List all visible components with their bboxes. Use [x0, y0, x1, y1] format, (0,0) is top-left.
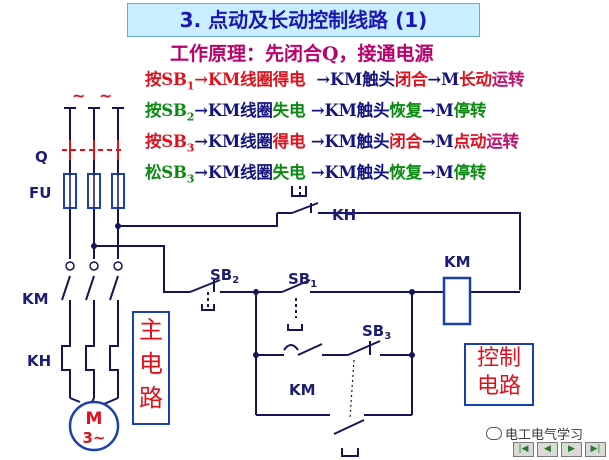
step-text: 按SB: [145, 132, 187, 151]
wire-kh-right: [318, 212, 521, 290]
step-line-2: 按SB2→KM线圈失电 →KM触头恢复→M停转: [145, 97, 486, 123]
step-line-3: 按SB3→KM线圈得电 →KM触头闭合→M点动运转: [145, 128, 519, 154]
step-text: →M: [427, 70, 460, 89]
kh-main-label: KH: [27, 352, 51, 370]
q-label: Q: [35, 148, 48, 166]
km-aux-contact: [297, 343, 323, 356]
step-line-1: 按SB1→KM线圈得电 →KM触头闭合→M长动运转: [145, 66, 525, 93]
step-text: 停转: [453, 101, 487, 120]
main-circuit-char-1: 主: [139, 316, 163, 344]
step-text: →KM线圈: [194, 101, 273, 120]
step-text: 闭合: [394, 70, 428, 89]
step-text: →KM线圈: [194, 70, 273, 89]
phase-marks: ~ ~: [72, 86, 116, 105]
wechat-icon: [486, 427, 502, 440]
control-wires: [61, 186, 521, 457]
km-main-contact-2: [85, 275, 95, 301]
junction-dots: [91, 223, 415, 358]
motor-symbol: [68, 400, 120, 452]
step-text: 恢复: [389, 101, 422, 120]
main-circuit-char-3: 路: [139, 384, 163, 412]
step-line-4: 松SB3→KM线圈失电 →KM触头恢复→M停转: [145, 159, 486, 185]
kh-thermal-3: [109, 336, 119, 398]
motor-m-label: M: [86, 409, 103, 429]
working-principle: 工作原理：先闭合Q，接通电源: [170, 43, 434, 65]
km-main-contact-3: [109, 275, 119, 301]
control-circuit-box: 控制 电路: [464, 343, 534, 406]
motor-3-label: 3~: [82, 429, 105, 447]
step-text: →KM触头: [305, 163, 390, 182]
slide-nav: |◀ ◀ ▶ ▶|: [513, 442, 606, 457]
nav-last-button[interactable]: ▶|: [585, 442, 606, 457]
step-text: 2: [186, 110, 195, 124]
step-text: 失电: [272, 101, 306, 120]
km-aux-mark: [283, 344, 299, 351]
control-circuit-line-2: 电路: [476, 374, 521, 399]
step-text: →M: [421, 163, 454, 182]
sb3-label: SB3: [362, 322, 391, 342]
wire-top-kh: [118, 213, 278, 227]
step-text: 得电: [272, 132, 306, 151]
sb1-contact: [281, 279, 311, 293]
step-text: 按SB: [145, 70, 187, 89]
kh-thermal-2: [85, 336, 95, 398]
sb2-label: SB2: [210, 266, 239, 286]
main-circuit-box: 主 电 路: [132, 311, 170, 425]
kh-ctrl-label: KH: [332, 206, 356, 224]
km-coil-label: KM: [444, 253, 471, 271]
step-text: →M: [421, 132, 454, 151]
step-text: →M: [421, 101, 454, 120]
step-text: 1: [186, 79, 195, 93]
kh-ctrl-contact: [291, 202, 319, 214]
step-text: 运转: [486, 132, 519, 151]
wire-to-sb2: [94, 245, 190, 293]
fu-label: FU: [29, 184, 51, 202]
nav-next-button[interactable]: ▶: [561, 442, 582, 457]
step-text: 运转: [491, 70, 525, 89]
step-text: 松SB: [145, 163, 187, 182]
step-text: →KM触头: [305, 70, 395, 89]
step-text: 闭合: [389, 132, 422, 151]
main-circuit-char-2: 电: [139, 350, 163, 378]
nav-prev-button[interactable]: ◀: [537, 442, 558, 457]
step-text: 按SB: [145, 101, 187, 120]
sb3-nc-contact: [347, 340, 381, 356]
step-text: 点动: [453, 132, 487, 151]
step-text: →KM线圈: [194, 132, 273, 151]
km-main-contact-1: [61, 275, 71, 301]
fuse-cores: [69, 174, 119, 208]
sb1-label: SB1: [288, 270, 317, 290]
step-text: 长动: [459, 70, 492, 89]
step-text: 3: [186, 172, 195, 186]
step-text: 得电: [272, 70, 306, 89]
control-circuit-line-1: 控制: [476, 346, 521, 371]
kh-thermal-1: [61, 336, 71, 398]
step-text: 失电: [272, 163, 306, 182]
nav-first-button[interactable]: |◀: [513, 442, 534, 457]
km-main-label: KM: [22, 290, 49, 308]
contact-terminals: [65, 261, 123, 271]
step-text: →KM线圈: [194, 163, 273, 182]
watermark: 电工电气学习: [486, 424, 583, 443]
km-contact-label: KM: [289, 381, 316, 399]
slide-title: 3. 点动及长动控制线路 (1): [127, 3, 480, 37]
step-text: 停转: [453, 163, 487, 182]
q-switch: [62, 140, 124, 160]
km-coil: [442, 276, 472, 326]
step-text: →KM触头: [305, 132, 390, 151]
step-text: 恢复: [389, 163, 422, 182]
step-text: →KM触头: [305, 101, 390, 120]
sb3-no-contact: [333, 419, 365, 435]
step-text: 3: [186, 141, 195, 155]
